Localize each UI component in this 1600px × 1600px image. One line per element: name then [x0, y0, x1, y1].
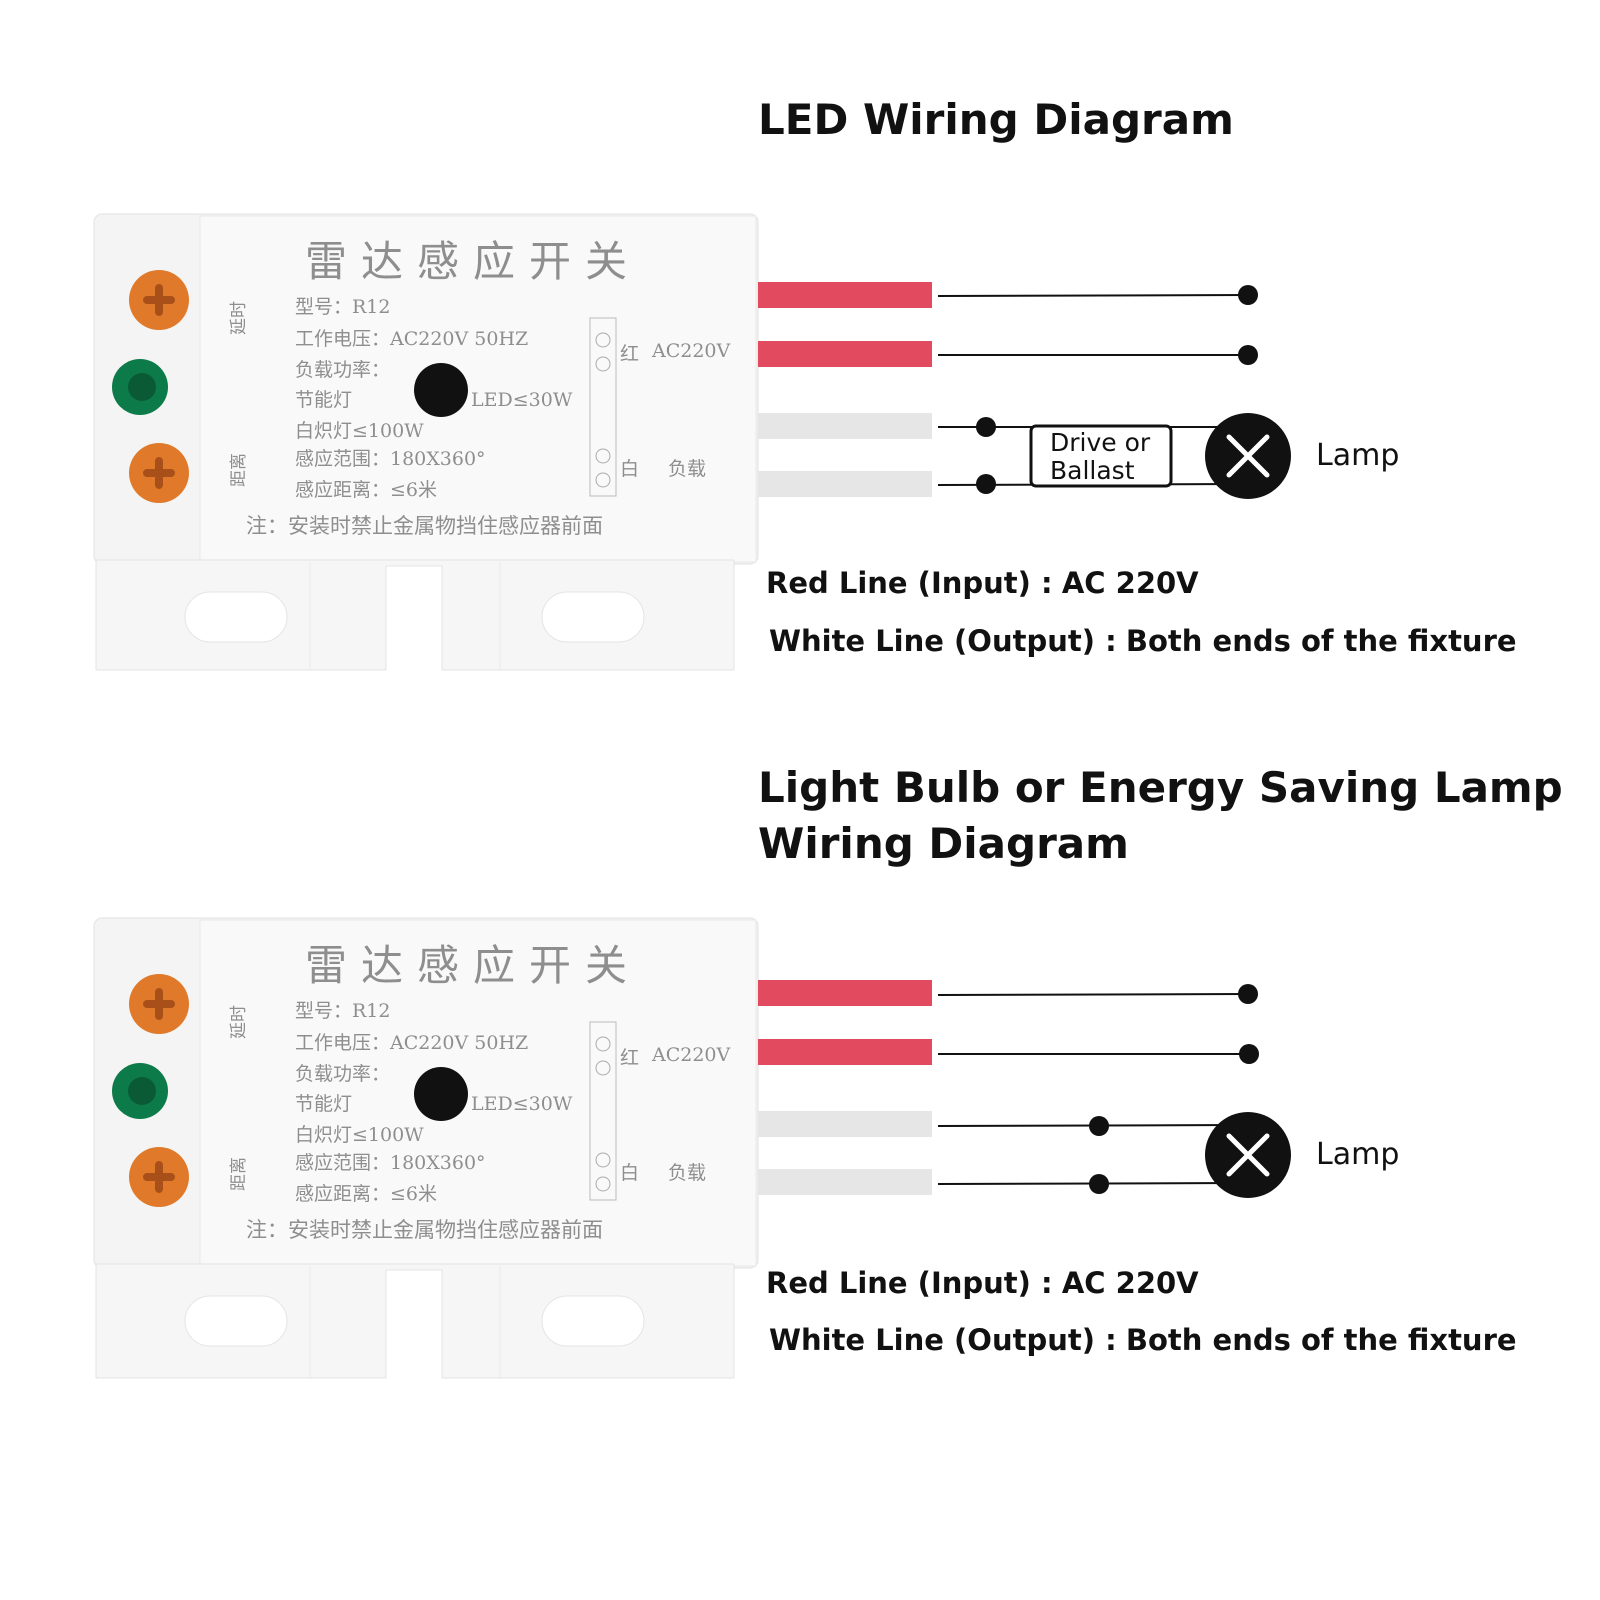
output-terminal: [976, 417, 996, 437]
spec-line: 白炽灯≤100W: [295, 420, 424, 442]
output-terminal: [1089, 1116, 1109, 1136]
distance-label: 距离: [229, 1157, 249, 1191]
title-line: LED Wiring Diagram: [758, 95, 1234, 144]
spec-line: 感应范围：180X360°: [295, 1152, 486, 1174]
lamp-label: Lamp: [1316, 438, 1399, 473]
spec-line: 型号：R12: [295, 1000, 390, 1022]
lamp-symbol: [1205, 413, 1291, 499]
diagram-title: LED Wiring Diagram: [758, 92, 1234, 148]
distance-label: 距离: [229, 453, 249, 487]
red-wire-mark: 红: [620, 343, 639, 365]
red-wire: [758, 980, 932, 1006]
led-spec: LED≤30W: [471, 1093, 573, 1115]
load-mark: 负载: [668, 458, 706, 480]
input-terminal: [1238, 984, 1258, 1004]
diagram-title: Light Bulb or Energy Saving Lamp Wiring …: [758, 760, 1563, 872]
delay-adjust-screw: [129, 270, 189, 330]
caption-label: Red Line (Input) :: [766, 566, 1053, 600]
install-note: 注：安装时禁止金属物挡住感应器前面: [246, 514, 603, 538]
delay-adjust-screw: [129, 974, 189, 1034]
radar-sensor: [414, 363, 468, 417]
module-heading: 雷达感应开关: [305, 941, 641, 990]
white-wire: [758, 471, 932, 497]
white-wire-mark: 白: [620, 458, 639, 480]
input-terminal: [1238, 285, 1258, 305]
module-heading: 雷达感应开关: [305, 237, 641, 286]
driver-ballast-box: [1029, 424, 1173, 488]
caption-value: AC 220V: [1061, 1266, 1199, 1300]
red-wire: [758, 341, 932, 367]
title-line: Wiring Diagram: [758, 819, 1129, 868]
white-wire-mark: 白: [620, 1162, 639, 1184]
red-wire: [758, 1039, 932, 1065]
install-note: 注：安装时禁止金属物挡住感应器前面: [246, 1218, 603, 1242]
radar-sensor-module: 雷达感应开关 延时 距离 型号：R12 工作电压：AC220V 50HZ 负载功…: [93, 213, 759, 671]
led-spec: LED≤30W: [471, 389, 573, 411]
spec-line: 白炽灯≤100W: [295, 1124, 424, 1146]
radar-sensor-module: 雷达感应开关 延时 距离 型号：R12 工作电压：AC220V 50HZ 负载功…: [93, 917, 759, 1379]
lamp-symbol: [1205, 1112, 1291, 1198]
spec-line: 节能灯: [295, 1093, 352, 1115]
spec-line: 感应范围：180X360°: [295, 448, 486, 470]
input-terminal: [1239, 1044, 1259, 1064]
voltage-mark: AC220V: [651, 340, 731, 362]
lamp-label: Lamp: [1316, 1137, 1399, 1172]
spec-line: 感应距离：≤6米: [295, 1183, 437, 1205]
white-line-caption: White Line (Output) : Both ends of the f…: [769, 1323, 1517, 1357]
delay-label: 延时: [229, 1005, 249, 1039]
caption-label: Red Line (Input) :: [766, 1266, 1053, 1300]
indicator-led: [112, 1063, 168, 1119]
output-terminal: [1089, 1174, 1109, 1194]
caption-label: White Line (Output) :: [769, 624, 1117, 658]
white-wire: [758, 1111, 932, 1137]
load-mark: 负载: [668, 1162, 706, 1184]
caption-label: White Line (Output) :: [769, 1323, 1117, 1357]
caption-value: Both ends of the fixture: [1125, 624, 1517, 658]
caption-value: Both ends of the fixture: [1125, 1323, 1517, 1357]
spec-line: 节能灯: [295, 389, 352, 411]
delay-label: 延时: [229, 301, 249, 335]
white-wire: [758, 413, 932, 439]
distance-adjust-screw: [129, 443, 189, 503]
driver-label: Ballast: [1050, 456, 1135, 485]
spec-line: 负载功率：: [295, 1063, 390, 1085]
driver-label: Drive or: [1050, 428, 1151, 457]
red-line-caption: Red Line (Input) : AC 220V: [766, 566, 1199, 600]
wiring-diagram-graphic: 雷达感应开关 延时 距离 型号：R12 工作电压：AC220V 50HZ 负载功…: [93, 213, 1399, 671]
voltage-mark: AC220V: [651, 1044, 731, 1066]
white-line-caption: White Line (Output) : Both ends of the f…: [769, 624, 1517, 658]
caption-value: AC 220V: [1061, 566, 1199, 600]
spec-line: 感应距离：≤6米: [295, 479, 437, 501]
spec-line: 工作电压：AC220V 50HZ: [295, 328, 528, 350]
wiring-diagram-led: 雷达感应开关 延时 距离 型号：R12 工作电压：AC220V 50HZ 负载功…: [0, 200, 1600, 700]
red-line-caption: Red Line (Input) : AC 220V: [766, 1266, 1199, 1300]
output-terminal: [976, 474, 996, 494]
indicator-led: [112, 359, 168, 415]
wiring-diagram-graphic: 雷达感应开关 延时 距离 型号：R12 工作电压：AC220V 50HZ 负载功…: [93, 917, 1399, 1379]
title-line: Light Bulb or Energy Saving Lamp: [758, 763, 1563, 812]
spec-line: 负载功率：: [295, 359, 390, 381]
distance-adjust-screw: [129, 1147, 189, 1207]
red-wire: [758, 282, 932, 308]
spec-line: 工作电压：AC220V 50HZ: [295, 1032, 528, 1054]
white-wire: [758, 1169, 932, 1195]
spec-line: 型号：R12: [295, 296, 390, 318]
input-terminal: [1238, 345, 1258, 365]
wiring-diagram-bulb: 雷达感应开关 延时 距离 型号：R12 工作电压：AC220V 50HZ 负载功…: [0, 904, 1600, 1404]
red-wire-mark: 红: [620, 1047, 639, 1069]
radar-sensor: [414, 1067, 468, 1121]
